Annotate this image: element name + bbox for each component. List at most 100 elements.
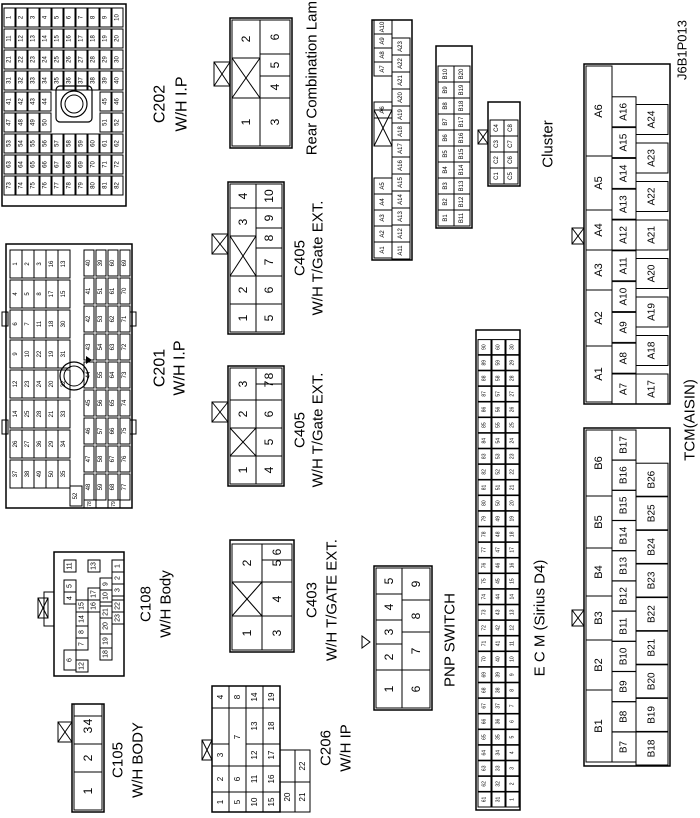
c201-pin-cell bbox=[83, 445, 95, 473]
c202-pin-label: 10 bbox=[115, 14, 121, 21]
c405a-pin-cell bbox=[255, 367, 283, 385]
c206-pin-label: 6 bbox=[233, 776, 242, 781]
c202-pin-cell bbox=[51, 7, 64, 28]
pnp-pin-label: 4 bbox=[382, 603, 396, 610]
tcm-b-pin-label: B15 bbox=[619, 496, 630, 514]
ecm-housing bbox=[475, 329, 521, 811]
pnp-pin-label: 8 bbox=[409, 612, 423, 619]
cluster-a-pin-label: A17 bbox=[398, 143, 404, 154]
c202-pin-label: 18 bbox=[91, 35, 97, 42]
c201-pin-cell bbox=[107, 445, 119, 473]
c202-pin-cell bbox=[63, 154, 76, 175]
cluster-c-latch-cross bbox=[477, 129, 489, 145]
c202-pin-cell bbox=[63, 175, 76, 196]
c108-code: C108 bbox=[138, 586, 155, 622]
c108-pin-label: 2 bbox=[115, 576, 122, 580]
c202-pin-label: 66 bbox=[43, 161, 49, 168]
c201-clip bbox=[1, 419, 9, 435]
c201-pin-label: 23 bbox=[25, 380, 31, 387]
tcm-a-pin-label: A9 bbox=[619, 321, 630, 334]
pnp-pin-cell bbox=[401, 567, 431, 601]
tcm-a-pin-label: A14 bbox=[619, 164, 630, 182]
c201-pin-label: 31 bbox=[61, 350, 67, 357]
c202-pin-cell bbox=[27, 133, 40, 154]
tcm-b-pin-label: B17 bbox=[619, 436, 630, 454]
tcm-b-pin-cell bbox=[635, 597, 669, 632]
ecm-pin-label: 25 bbox=[510, 422, 516, 428]
c202-pin-label: 62 bbox=[115, 140, 121, 147]
tcm-b-pin-label: B10 bbox=[619, 647, 630, 665]
pnp-pin-label: 3 bbox=[382, 628, 396, 635]
c202-pin-cell bbox=[27, 49, 40, 70]
ecm-pin-cell bbox=[505, 479, 520, 496]
c202-pin-cell bbox=[27, 70, 40, 91]
ecm-pin-cell bbox=[505, 588, 520, 605]
c201-pin-label: 72 bbox=[122, 343, 128, 350]
c202-pin-cell bbox=[3, 7, 16, 28]
tcm-a-pin-label: A1 bbox=[593, 367, 605, 380]
c201-pin-label: 17 bbox=[49, 290, 55, 297]
c405a-pin-label: 5 bbox=[262, 438, 276, 445]
c202-pin-cell bbox=[27, 154, 40, 175]
ecm-pin-cell bbox=[477, 370, 492, 387]
ecm-pin-label: 33 bbox=[496, 765, 502, 771]
c405b-pin-label: 9 bbox=[262, 214, 276, 221]
c108-pin-label: 9 bbox=[103, 582, 110, 586]
ecm-pin-cell bbox=[505, 370, 520, 387]
c201-pin-label: 6 bbox=[13, 322, 19, 326]
ecm-pin-cell bbox=[491, 791, 506, 808]
c108-pin-label: 12 bbox=[79, 662, 86, 670]
ecm-pin-label: 84 bbox=[482, 438, 488, 444]
c202-pin-cell bbox=[15, 154, 28, 175]
ecm-pin-label: 24 bbox=[510, 438, 516, 444]
ecm-pin-cell bbox=[505, 744, 520, 761]
ecm-pin-cell bbox=[491, 744, 506, 761]
rear-lamp-pin-label: 6 bbox=[268, 33, 282, 40]
c202-pin-cell bbox=[3, 91, 16, 112]
tcm-a-pin-label: A18 bbox=[647, 341, 658, 359]
c105-latch-marker bbox=[57, 721, 73, 743]
ecm-pin-label: 11 bbox=[510, 641, 516, 646]
c201-pin-label: 4 bbox=[13, 292, 19, 296]
c201-pin-label: 9 bbox=[13, 352, 19, 356]
c201-pin-label: 12 bbox=[13, 380, 19, 387]
ecm-pin-label: 44 bbox=[496, 594, 502, 600]
c206-pin-label: 19 bbox=[267, 692, 276, 701]
c105-latch-cross bbox=[57, 721, 73, 743]
tcm-b-pin-label: B25 bbox=[647, 504, 658, 522]
c108-pin-label: 5 bbox=[67, 584, 74, 588]
c201-pin-cell bbox=[69, 485, 83, 507]
ecm-pin-label: 38 bbox=[496, 687, 502, 693]
c201-pin-label: 73 bbox=[122, 371, 128, 378]
ecm-pin-label: 87 bbox=[482, 391, 488, 397]
tcm-a-pin-cell bbox=[635, 142, 669, 174]
ecm-pin-label: 36 bbox=[496, 719, 502, 725]
c201-pin-label: 11 bbox=[37, 320, 43, 327]
c202-pin-cell bbox=[51, 133, 64, 154]
c206-pin-label: 15 bbox=[267, 797, 276, 806]
c201-pin-cell bbox=[119, 445, 131, 473]
c201-pin-label: 32 bbox=[61, 380, 67, 387]
c201-pin-label: 61 bbox=[110, 287, 116, 294]
c202-pin-label: 81 bbox=[103, 182, 109, 189]
tcm-a-pin-label: A8 bbox=[619, 352, 630, 365]
c405a-code: C405 bbox=[292, 412, 309, 448]
c405a-pin-label: 8 bbox=[262, 372, 276, 379]
c201-pin-label: 51 bbox=[98, 287, 104, 294]
c201-pin-label: 7 bbox=[25, 322, 31, 326]
cluster-a-pin-cell bbox=[373, 19, 393, 35]
ecm-pin-cell bbox=[491, 697, 506, 714]
c202-pin-label: 58 bbox=[67, 140, 73, 147]
ecm-pin-cell bbox=[505, 713, 520, 730]
ecm-pin-label: 85 bbox=[482, 422, 488, 428]
ecm-pin-label: 64 bbox=[482, 750, 488, 756]
ecm-pin-label: 2 bbox=[510, 782, 516, 785]
c202-pin-cell bbox=[39, 154, 52, 175]
c202-pin-cell bbox=[15, 91, 28, 112]
ecm-pin-cell bbox=[477, 760, 492, 777]
tcm-b-pin-label: B22 bbox=[647, 605, 658, 623]
ecm-pin-cell bbox=[491, 682, 506, 699]
pnp-index-arrow bbox=[361, 635, 371, 649]
c108-pin-label: 7 bbox=[79, 642, 86, 646]
ecm-pin-label: 53 bbox=[496, 453, 502, 459]
